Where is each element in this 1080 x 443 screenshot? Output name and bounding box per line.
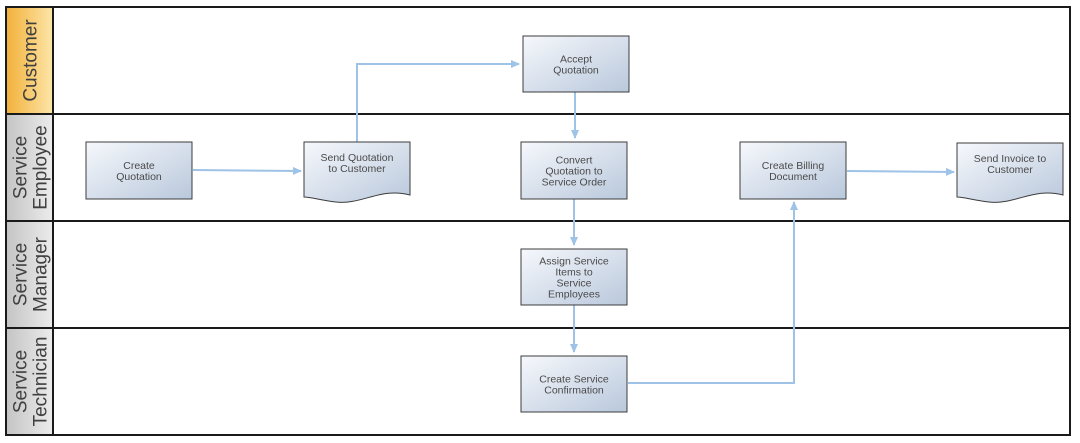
step-label-line: Employees bbox=[548, 289, 600, 301]
step-label-line: Service bbox=[556, 278, 591, 290]
lane-label-line: Technician bbox=[31, 337, 52, 427]
step-label-line: Send Quotation bbox=[321, 152, 394, 164]
process-box bbox=[739, 141, 847, 200]
step-label-line: Create Billing bbox=[762, 160, 825, 172]
lane-label-line: Service bbox=[11, 136, 32, 199]
step-label-line: Create bbox=[123, 160, 155, 172]
lanes: CustomerServiceEmployeeServiceManagerSer… bbox=[5, 6, 1071, 436]
process-box bbox=[520, 141, 628, 200]
step-label-line: Convert bbox=[556, 155, 593, 167]
step-label-line: Items to bbox=[555, 267, 593, 279]
lane-label-customer: Customer bbox=[21, 19, 42, 102]
lane-label-line: Service bbox=[11, 350, 32, 413]
arrow-create-quotation-to-send-quotation bbox=[192, 166, 302, 175]
lane-header-service-manager bbox=[5, 220, 54, 329]
step-label-line: Confirmation bbox=[544, 385, 604, 397]
process-box bbox=[520, 248, 628, 306]
lane-label-service-manager: ServiceManager bbox=[11, 236, 52, 312]
lane-label-service-employee: ServiceEmployee bbox=[11, 125, 52, 210]
step-label-line: Service Order bbox=[542, 177, 607, 189]
step-label-line: Create Service bbox=[539, 374, 609, 386]
step-label-line: Quotation bbox=[116, 171, 162, 183]
document-shape bbox=[303, 141, 411, 203]
process-box bbox=[522, 35, 630, 93]
arrow-create-service-confirmation-to-create-billing-document bbox=[628, 201, 798, 384]
step-label-line: Send Invoice to bbox=[974, 153, 1047, 165]
document-shape bbox=[956, 142, 1064, 203]
arrow-create-billing-document-to-send-invoice bbox=[846, 167, 955, 176]
arrow-send-quotation-to-accept-quotation bbox=[356, 60, 520, 142]
lane-label-line: Employee bbox=[31, 125, 52, 210]
lane-label-line: Customer bbox=[21, 19, 42, 102]
step-label-line: to Customer bbox=[328, 163, 386, 175]
step-label-line: Accept bbox=[560, 54, 592, 66]
lane-header-customer bbox=[5, 6, 54, 115]
step-label-line: Quotation bbox=[553, 65, 599, 77]
flow-arrows bbox=[192, 60, 955, 384]
process-box bbox=[520, 355, 628, 413]
step-label-line: Assign Service bbox=[539, 256, 609, 268]
process-box bbox=[85, 141, 193, 200]
step-label-line: Quotation to bbox=[545, 166, 602, 178]
step-label-line: Document bbox=[769, 171, 817, 183]
lane-label-line: Service bbox=[11, 243, 32, 306]
lane-label-line: Manager bbox=[31, 236, 52, 312]
lane-label-service-technician: ServiceTechnician bbox=[11, 337, 52, 427]
step-label-line: Customer bbox=[987, 164, 1033, 176]
